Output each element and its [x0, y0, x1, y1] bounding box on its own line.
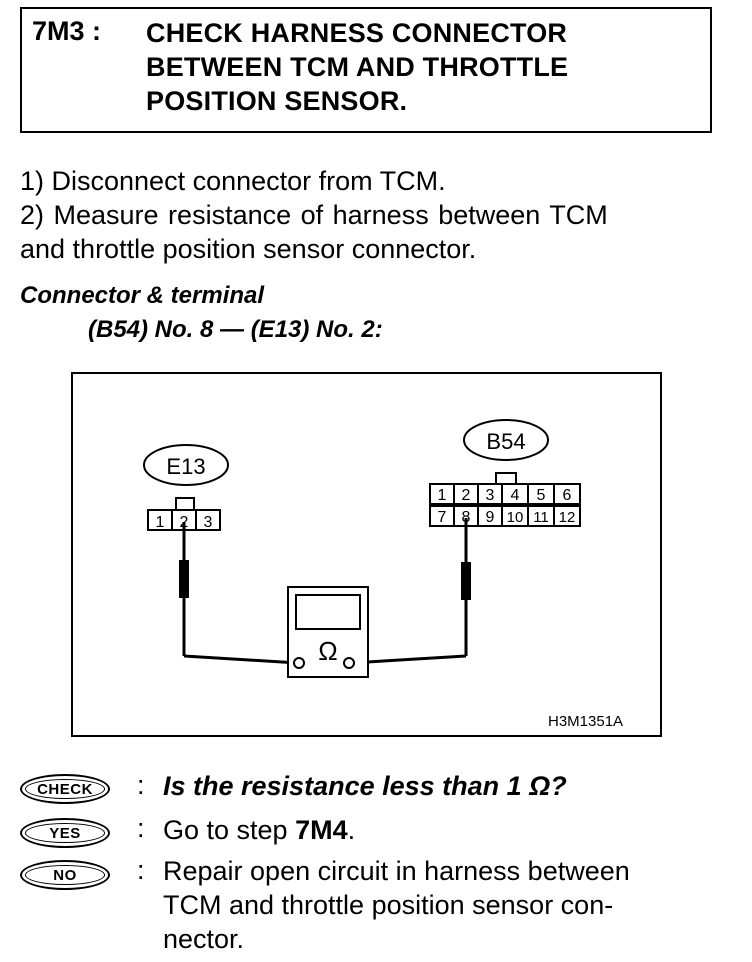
no-answer-line-3: nector.	[163, 924, 245, 954]
b54-pin-grid	[429, 483, 581, 527]
e13-pin-label: 1	[156, 514, 165, 531]
b54-pin-label: 5	[537, 487, 546, 504]
check-badge: CHECK	[20, 774, 110, 804]
connector-heading: Connector & terminal	[20, 282, 265, 309]
b54-pin-label: 7	[438, 509, 447, 526]
no-badge: NO	[20, 860, 110, 890]
b54-pin-label: 12	[559, 509, 576, 526]
no-answer: Repair open circuit in harness between T…	[163, 854, 708, 956]
b54-pin-label: 8	[462, 509, 471, 526]
e13-pin-cell	[195, 509, 221, 531]
b54-latch	[495, 472, 517, 485]
instruction-step-2-line-2: and throttle position sensor connector.	[20, 234, 477, 264]
e13-latch	[175, 497, 195, 511]
b54-pin-label: 2	[462, 487, 471, 504]
yes-colon: :	[137, 813, 145, 843]
e13-label: E13	[166, 454, 205, 479]
step-code: 7M3 :	[32, 16, 102, 46]
b54-pin-label: 10	[507, 509, 524, 526]
check-colon: :	[137, 770, 145, 800]
probe-tip-right	[461, 562, 471, 600]
diagram-frame	[71, 372, 662, 737]
b54-pin-label: 9	[486, 509, 495, 526]
b54-label-oval	[463, 419, 549, 461]
yes-badge-inner-ring	[25, 823, 105, 843]
step-title-line: POSITION SENSOR.	[146, 86, 408, 116]
b54-pin-label: 3	[486, 487, 495, 504]
ohmmeter-terminal-right	[343, 657, 355, 669]
b54-pin-label: 1	[438, 487, 447, 504]
yes-answer-step: 7M4	[295, 815, 348, 845]
no-badge-inner-ring	[25, 865, 105, 885]
yes-answer-prefix: Go to step	[163, 815, 296, 845]
yes-badge: YES	[20, 818, 110, 848]
check-question: Is the resistance less than 1 Ω?	[163, 771, 567, 801]
probe-tip-left	[179, 560, 189, 598]
step-header-box: 7M3 : CHECK HARNESS CONNECTOR BETWEEN TC…	[20, 7, 712, 133]
yes-answer-suffix: .	[347, 815, 356, 845]
no-colon: :	[137, 855, 145, 885]
b54-pin-label: 4	[511, 487, 520, 504]
step-title: CHECK HARNESS CONNECTOR BETWEEN TCM AND …	[146, 16, 706, 118]
e13-pin-label: 3	[204, 514, 213, 531]
ohm-symbol: Ω	[318, 636, 337, 666]
ohmmeter-terminal-left	[293, 657, 305, 669]
check-badge-inner-ring	[25, 779, 105, 799]
connector-detail: (B54) No. 8 — (E13) No. 2:	[88, 316, 383, 343]
ohmmeter-display	[295, 594, 361, 630]
b54-pin-label: 6	[563, 487, 572, 504]
instruction-step-1: 1) Disconnect connector from TCM.	[20, 166, 446, 196]
e13-label-oval	[143, 444, 229, 486]
probe-wire-right-bottom	[349, 654, 467, 665]
step-title-line: CHECK HARNESS CONNECTOR	[146, 18, 568, 48]
figure-code: H3M1351A	[548, 713, 623, 730]
step-title-line: BETWEEN TCM AND THROTTLE	[146, 52, 569, 82]
no-answer-line-1: Repair open circuit in harness between	[163, 856, 630, 886]
yes-answer: Go to step 7M4.	[163, 813, 708, 847]
b54-label: B54	[486, 429, 525, 454]
instruction-step-2-line-1: 2) Measure resistance of harness between…	[20, 200, 608, 230]
b54-pin-label: 11	[533, 509, 549, 526]
instructions: 1) Disconnect connector from TCM. 2) Mea…	[20, 164, 712, 266]
probe-wire-left-bottom	[183, 654, 299, 665]
no-answer-line-2: TCM and throttle position sensor con-	[163, 890, 614, 920]
